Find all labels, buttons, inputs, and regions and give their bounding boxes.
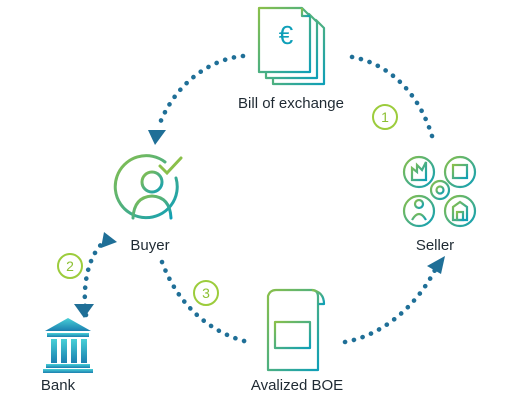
connector-buyer-to-boe [159, 259, 251, 345]
euro-document-stack-icon: € [257, 6, 326, 86]
step-badge-2: 2 [57, 253, 83, 279]
seller-operations-icon [402, 155, 477, 228]
step-badge-1: 1 [372, 104, 398, 130]
buyer-label: Buyer [130, 237, 170, 254]
step-badge-3: 3 [193, 280, 219, 306]
connector-seller-to-bill [342, 53, 435, 139]
bank-icon [43, 318, 93, 373]
avalized-boe-label: Avalized BOE [250, 377, 344, 394]
seller-label: Seller [415, 237, 455, 254]
arrowhead-to-buyer-left [101, 232, 117, 248]
bank-label: Bank [40, 377, 76, 394]
svg-text:€: € [279, 20, 294, 50]
arrowhead-to-bank [74, 304, 94, 318]
arrowhead-to-seller [427, 256, 445, 274]
connector-bill-to-buyer [157, 53, 246, 126]
arrowhead-to-buyer-top [148, 130, 166, 145]
connector-boe-to-seller [342, 265, 439, 345]
avalized-document-icon [266, 288, 326, 372]
buyer-check-icon [113, 154, 183, 220]
bill-of-exchange-label: Bill of exchange [238, 95, 344, 112]
connector-bank-to-buyer [82, 237, 109, 318]
